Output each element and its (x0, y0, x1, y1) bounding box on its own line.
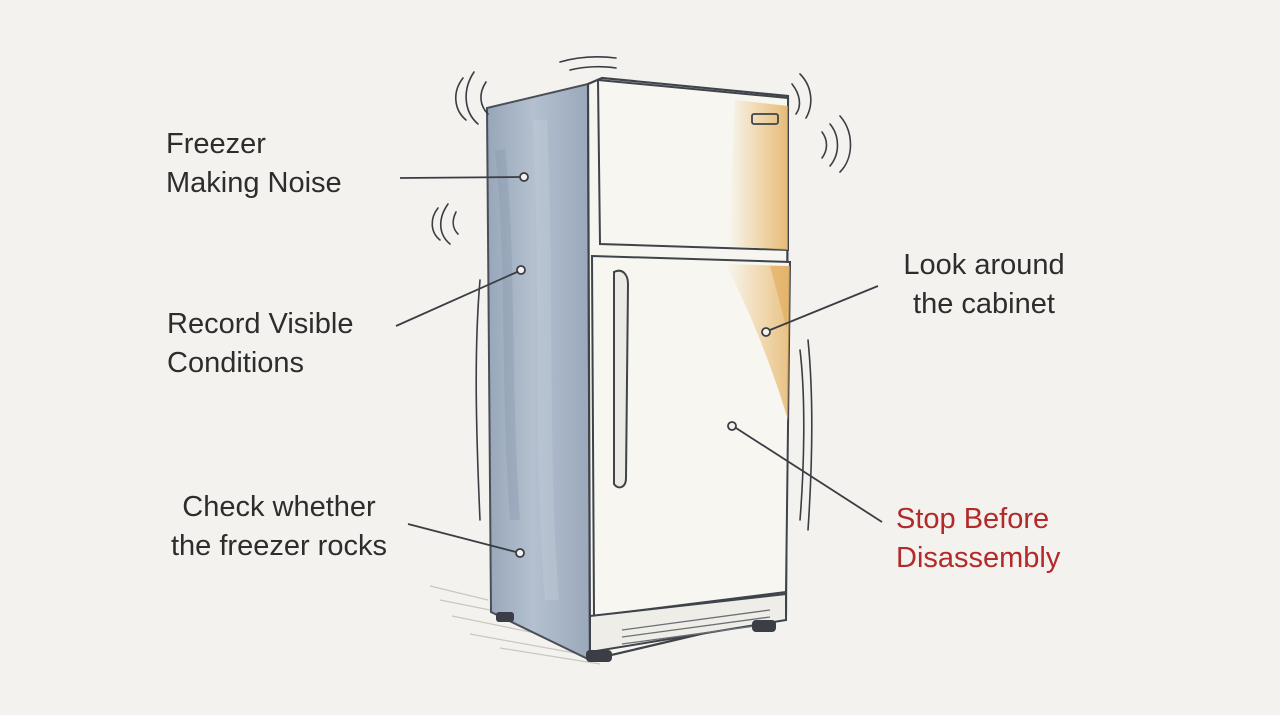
callout-look-around-cabinet-line2: the cabinet (913, 288, 1055, 320)
callout-record-conditions: Record Visible Conditions (167, 305, 353, 383)
callout-check-rocking-line2: the freezer rocks (171, 530, 387, 562)
callout-look-around-cabinet-line1: Look around (903, 249, 1065, 281)
callout-look-around-cabinet: Look around the cabinet (880, 246, 1088, 324)
callout-stop-before-disassembly-line1: Stop Before (896, 503, 1050, 535)
callout-stop-before-disassembly: Stop Before Disassembly (896, 500, 1060, 578)
callout-record-conditions-line1: Record Visible (167, 308, 354, 340)
callout-stop-before-disassembly-line2: Disassembly (896, 542, 1061, 574)
freezer-latch-icon (751, 113, 779, 125)
fridge-door (590, 254, 792, 618)
callout-check-rocking: Check whether the freezer rocks (152, 488, 406, 566)
callout-record-conditions-line2: Conditions (167, 347, 305, 379)
door-handle-icon (613, 269, 630, 489)
callout-check-rocking-line1: Check whether (182, 491, 376, 523)
callout-freezer-noise-line1: Freezer (166, 128, 266, 160)
vibration-lines-icon (431, 56, 852, 531)
leader-line (395, 172, 883, 558)
callout-freezer-noise: Freezer Making Noise (166, 125, 342, 203)
callout-freezer-noise-line2: Making Noise (166, 167, 342, 199)
base-grille (589, 592, 787, 654)
